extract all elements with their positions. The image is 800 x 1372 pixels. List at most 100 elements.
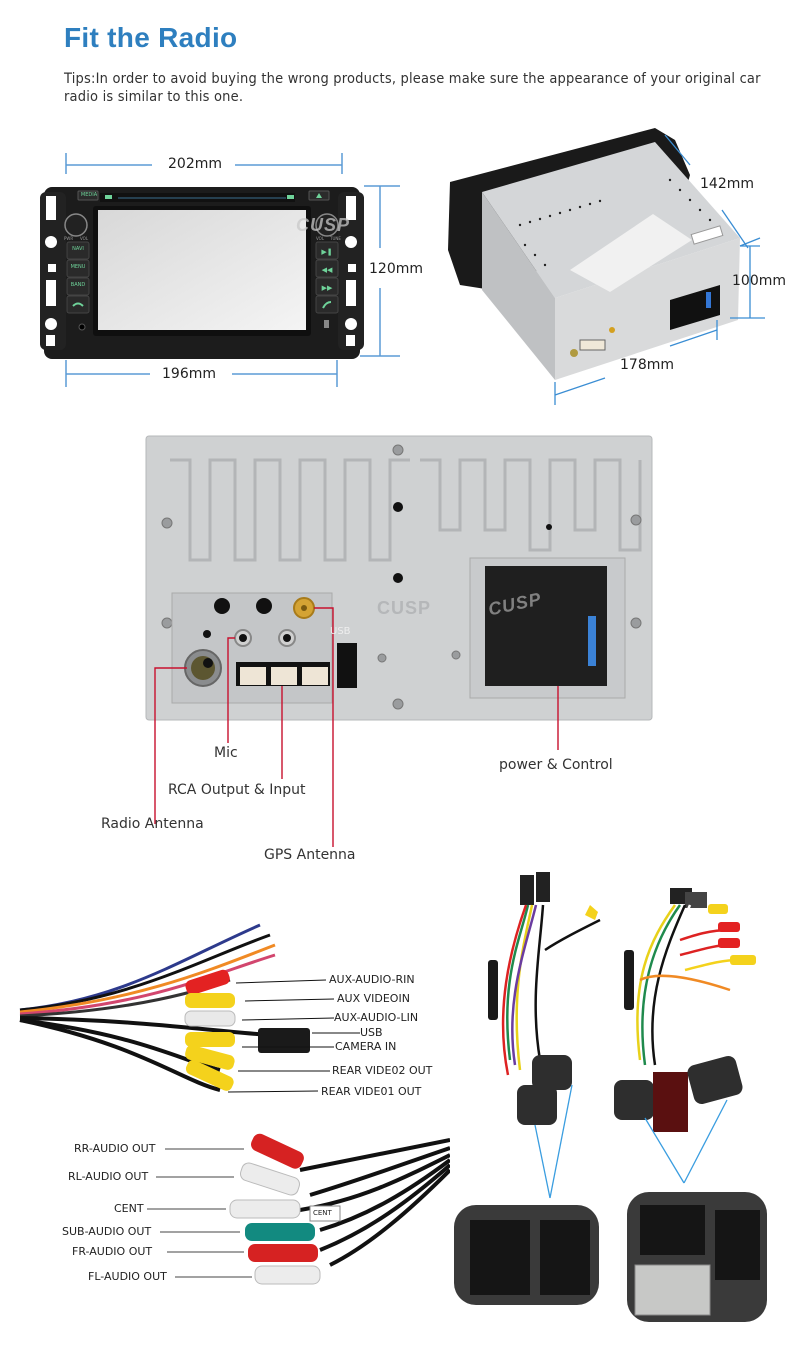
port-hole: [256, 598, 272, 614]
page-title: Fit the Radio: [64, 22, 238, 53]
eject-icon: [316, 193, 322, 198]
cent-plug: [229, 1199, 301, 1219]
fr-audio-plug: [248, 1244, 318, 1262]
volume-knob-left: [64, 213, 88, 237]
dimension-line-bottom: [65, 360, 338, 387]
side-view: 142mm 100mm 178mm: [430, 120, 800, 410]
navi-button: NAVI: [72, 246, 84, 252]
knob-left-label-vol: VOL: [80, 236, 89, 241]
bottom-connector-right: [627, 1192, 767, 1322]
usb-port: [337, 643, 357, 688]
radio-front-body: [40, 187, 364, 359]
foam-connector: [614, 1080, 654, 1120]
front-view: ▶❚ ◀◀ ▶▶ MEDIA NAVI MENU BAND PWR VOL VO…: [0, 140, 423, 400]
dimension-lines-side: [554, 134, 765, 405]
phone-hangup-icon: [72, 302, 84, 307]
knob-left-label-pwr: PWR: [64, 236, 74, 241]
screws: [161, 444, 642, 710]
label-aux-audio-rin: AUX-AUDIO-RIN: [329, 973, 415, 986]
audio-wires: [299, 1138, 450, 1267]
radio-antenna-side: [570, 349, 578, 357]
rca-plug-red: [185, 969, 230, 995]
dimension-height: 120mm: [369, 261, 423, 277]
vent-dots: [518, 178, 712, 267]
cusp-watermark-front: CUSP: [296, 215, 351, 235]
label-aux-videoin: AUX VIDEOIN: [337, 992, 410, 1005]
rr-audio-plug: [251, 1133, 304, 1169]
next-track-icon: ▶▶: [322, 284, 333, 292]
label-fr-audio-out: FR-AUDIO OUT: [72, 1245, 153, 1258]
rear-panel: USB CUSP CUSP Mic RCA Output & Input Rad…: [0, 430, 800, 870]
rca-plug-white: [184, 1010, 236, 1027]
small-hole: [203, 630, 211, 638]
bottom-connector-left: [454, 1205, 599, 1305]
left-face: [482, 192, 555, 380]
label-mic: Mic: [214, 745, 238, 761]
harness-left: [488, 872, 601, 1125]
play-pause-icon: ▶❚: [321, 248, 332, 256]
fuse: [588, 616, 596, 666]
label-power-control: power & Control: [499, 757, 613, 773]
label-aux-audio-lin: AUX-AUDIO-LIN: [334, 1011, 419, 1024]
foam-connector: [687, 1056, 743, 1104]
connector-pointer-lines: [534, 1084, 728, 1199]
dimension-width-side: 178mm: [620, 357, 674, 373]
callout-mic: [227, 637, 235, 743]
audio-leader-lines: [147, 1148, 252, 1278]
media-button: MEDIA: [80, 192, 98, 198]
callout-radio-antenna: [154, 667, 187, 824]
label-rca-output-input: RCA Output & Input: [168, 782, 306, 798]
label-rr-audio-out: RR-AUDIO OUT: [74, 1142, 156, 1155]
label-camera-in: CAMERA IN: [335, 1040, 397, 1053]
side-view-drawing: [448, 128, 765, 405]
usb-port-front: [324, 320, 329, 328]
harness-leader-lines: [227, 979, 360, 1093]
rear-panel-drawing: [145, 435, 653, 847]
fl-audio-plug: [254, 1265, 321, 1285]
dimension-width-top: 202mm: [168, 156, 222, 172]
rca-plug-yellow-2: [185, 1032, 235, 1047]
sub-audio-plug: [245, 1223, 315, 1241]
audio-harness-drawing: [147, 1133, 450, 1285]
rca-connector-1: [240, 667, 266, 685]
usb-label: USB: [330, 626, 351, 637]
dimension-width-bottom: 196mm: [162, 366, 216, 382]
cent-tag: [309, 1205, 341, 1222]
mount-hole: [393, 573, 403, 583]
label-gps-antenna: GPS Antenna: [264, 847, 356, 863]
left-button-column: [66, 190, 99, 314]
top-face: [482, 142, 740, 298]
dimension-depth: 142mm: [700, 176, 754, 192]
callout-gps: [314, 607, 334, 847]
mount-hole: [546, 524, 552, 530]
heatsink-fins: [170, 458, 642, 562]
label-rear-video1-out: REAR VIDE01 OUT: [321, 1085, 422, 1098]
gps-port-side: [609, 327, 615, 333]
knob-right-label-vol: VOL: [316, 236, 325, 241]
rca-plug-yellow-4: [185, 1060, 234, 1091]
mount-hole: [393, 502, 403, 512]
connector-harnesses: [440, 860, 800, 1372]
label-fl-audio-out: FL-AUDIO OUT: [88, 1270, 167, 1283]
previous-track-icon: ◀◀: [322, 266, 333, 274]
label-cent: CENT: [114, 1202, 144, 1215]
rl-audio-plug: [240, 1162, 300, 1196]
harness-right: [614, 888, 756, 1132]
dimension-line-right: [360, 185, 400, 357]
label-rear-video2-out: REAR VIDE02 OUT: [332, 1064, 433, 1077]
foam-connector: [532, 1055, 572, 1090]
power-control-connector: [485, 566, 607, 686]
phone-call-icon: [322, 301, 332, 309]
rca-plug-yellow-1: [185, 993, 235, 1008]
dimension-height-side: 100mm: [732, 273, 786, 289]
dimension-line-top: [65, 153, 343, 174]
rca-plug-yellow-3: [185, 1045, 235, 1070]
cusp-embossed: CUSP: [377, 598, 432, 618]
rca-harness: AUX-AUDIO-RIN AUX VIDEOIN AUX-AUDIO-LIN …: [0, 880, 450, 1110]
right-button-column: ▶❚ ◀◀ ▶▶: [308, 190, 339, 328]
rca-harness-drawing: [19, 923, 360, 1093]
label-rl-audio-out: RL-AUDIO OUT: [68, 1170, 149, 1183]
band-button: BAND: [70, 282, 86, 288]
connector-harness-drawing: [454, 872, 767, 1322]
usb-plug: [258, 1028, 310, 1053]
